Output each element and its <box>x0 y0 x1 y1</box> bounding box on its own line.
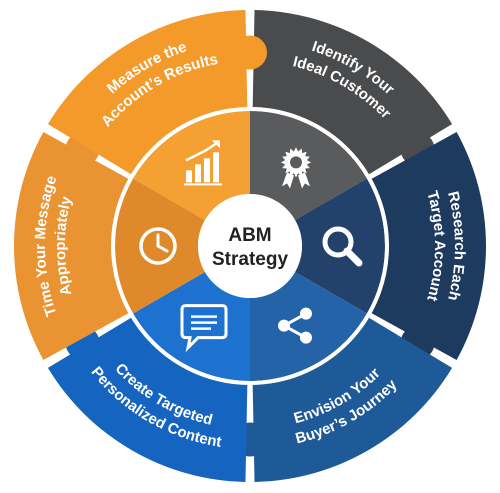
share-icon <box>278 307 312 344</box>
outer-segment-5 <box>14 131 130 361</box>
outer-segment-3 <box>252 317 453 482</box>
outer-segment-4 <box>47 317 248 482</box>
inner-wedge-2 <box>295 178 385 314</box>
award-badge-icon <box>281 147 311 189</box>
outer-ring <box>14 10 486 482</box>
inner-wedge-3 <box>250 272 367 381</box>
inner-wedge-4 <box>133 272 250 381</box>
outer-segment-2 <box>370 131 486 361</box>
center-title-line1: ABM <box>228 225 271 246</box>
outer-segment-1 <box>252 10 453 175</box>
bar-chart-icon <box>184 140 222 186</box>
clock-icon <box>139 227 177 265</box>
segment-5-label-line2: Appropriately <box>52 194 75 297</box>
magnifier-icon <box>322 226 363 267</box>
outer-segment-6 <box>47 10 248 175</box>
segment-icons <box>139 140 363 353</box>
chat-bubble-icon <box>180 304 228 353</box>
inner-wedge-1 <box>250 111 367 220</box>
puzzle-knob-6 <box>233 35 267 70</box>
center-title-line2: Strategy <box>212 249 288 270</box>
segment-2-label-line1: Research Each <box>444 190 468 303</box>
center-circle <box>198 194 302 298</box>
ring-separator <box>111 107 389 385</box>
inner-wedge-6 <box>133 111 250 220</box>
